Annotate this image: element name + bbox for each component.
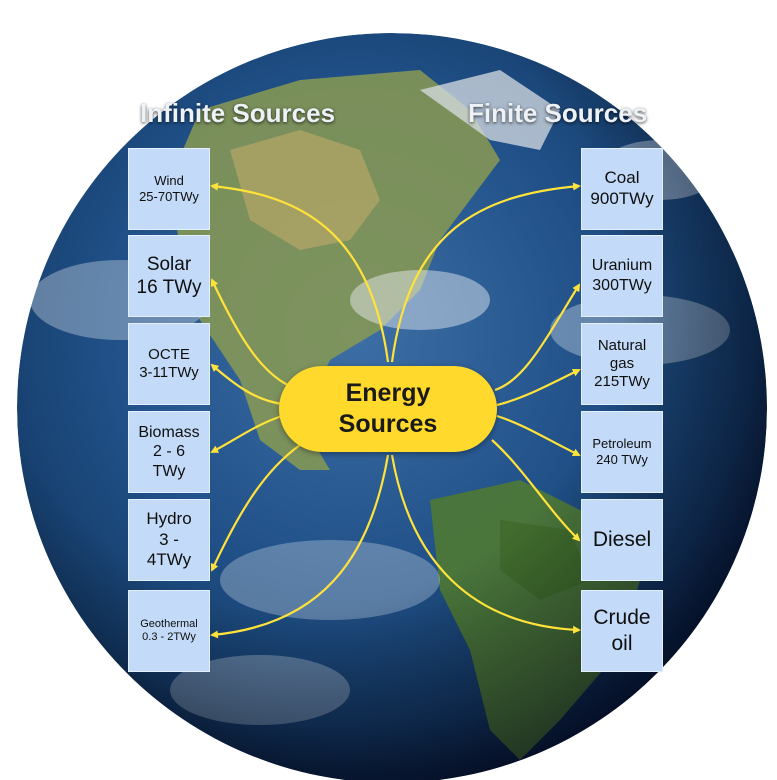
source-label-line: 25-70TWy bbox=[139, 189, 199, 204]
source-label-line: Wind bbox=[154, 173, 184, 189]
hub-label-line-2: Sources bbox=[338, 410, 438, 438]
source-label-line: TWy bbox=[152, 462, 186, 480]
source-label-line: Diesel bbox=[592, 528, 652, 552]
source-label-line: 215TWy bbox=[594, 373, 650, 391]
finite-sources-heading: Finite Sources bbox=[468, 98, 648, 128]
uranium-source-box: Uranium 300TWy bbox=[581, 235, 663, 317]
source-label-line: Crude bbox=[593, 606, 651, 630]
source-label-line: 0.3 - 2TWy bbox=[142, 631, 196, 643]
source-label-line: Solar bbox=[146, 253, 192, 275]
hub-label-line-1: Energy bbox=[345, 378, 431, 407]
source-label-line: 4TWy bbox=[146, 550, 192, 570]
source-label-line: OCTE bbox=[148, 345, 190, 363]
source-label-line: Petroleum bbox=[592, 436, 652, 452]
source-label-line: 16 TWy bbox=[136, 277, 202, 298]
source-label-line: 240 TWy bbox=[596, 452, 648, 467]
source-label-line: 3 - bbox=[159, 529, 179, 549]
source-label-line: Biomass bbox=[138, 423, 200, 441]
source-label-line: 300TWy bbox=[592, 277, 652, 294]
source-label-line: 2 - 6 bbox=[152, 443, 185, 461]
source-label-line: Natural bbox=[597, 336, 647, 354]
diesel-source-box: Diesel bbox=[581, 499, 663, 581]
source-label-line: oil bbox=[611, 632, 633, 655]
infinite-sources-heading: Infinite Sources bbox=[140, 98, 336, 128]
source-label-line: gas bbox=[609, 354, 635, 372]
source-label-line: Uranium bbox=[591, 257, 653, 275]
source-label-line: Coal bbox=[604, 168, 640, 188]
source-label-line: Geothermal bbox=[140, 617, 198, 630]
source-label-line: Hydro bbox=[146, 508, 192, 528]
source-label-line: 3-11TWy bbox=[139, 364, 199, 381]
source-label-line: 900TWy bbox=[590, 189, 654, 208]
energy-sources-hub: Energy Sources bbox=[279, 366, 497, 452]
